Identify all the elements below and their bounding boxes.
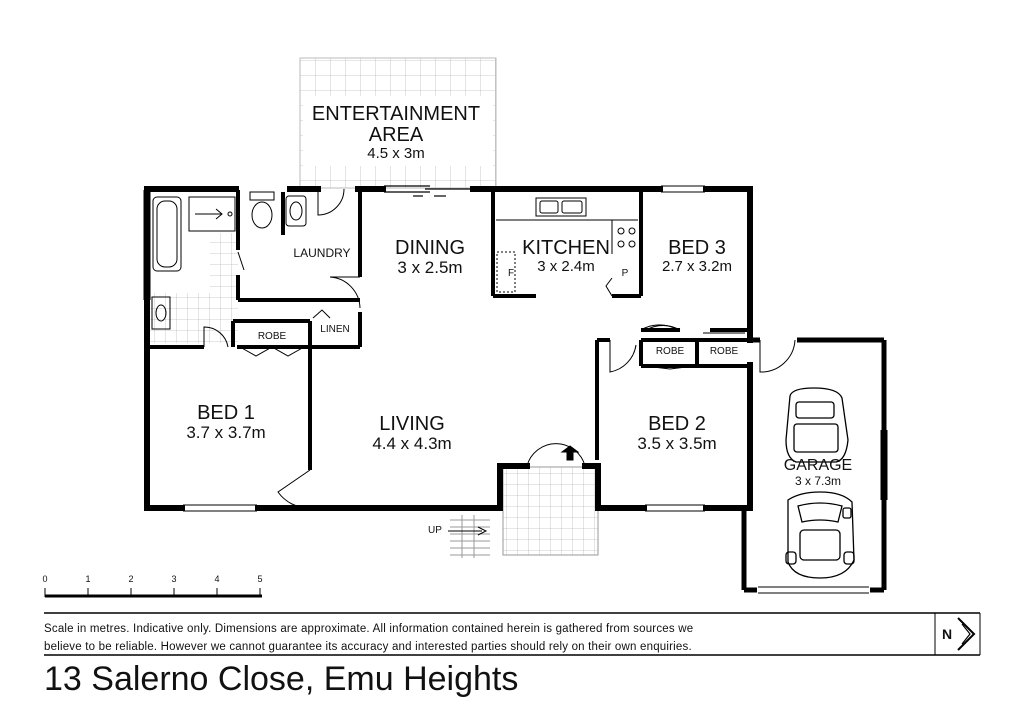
disclaimer-text: Scale in metres. Indicative only. Dimens… [44, 623, 694, 653]
north-arrow-icon [957, 617, 976, 651]
walls [144, 186, 753, 511]
room-label-kitchen: KITCHEN 3 x 2.4m [522, 237, 610, 275]
stairs-up-label: UP [428, 525, 442, 536]
kitchen-fixtures [496, 197, 638, 297]
room-label-laundry: LAUNDRY [293, 246, 351, 260]
front-stairs [450, 466, 599, 558]
door-swings [203, 188, 796, 509]
sliding-door [384, 185, 472, 197]
scale-tick: 5 [257, 574, 263, 584]
bath-fixtures [151, 191, 307, 330]
interior-walls [150, 190, 750, 470]
garage-walls [741, 337, 887, 593]
scale-tick: 1 [85, 574, 91, 584]
room-label-bed2: BED 2 3.5 x 3.5m [637, 413, 717, 453]
room-label-bed3: BED 3 2.7 x 3.2m [661, 237, 733, 275]
car-icon [785, 387, 855, 579]
room-label-robe-bed3: ROBE [709, 346, 739, 357]
scale-tick: 3 [171, 574, 177, 584]
room-label-dining: DINING 3 x 2.5m [395, 237, 465, 277]
scale-tick: 4 [214, 574, 220, 584]
scale-tick: 0 [42, 574, 48, 584]
windows [143, 185, 888, 594]
entry-arrow [560, 445, 580, 461]
property-address: 13 Salerno Close, Emu Heights [44, 660, 519, 698]
room-label-robe-bed1: ROBE [257, 331, 287, 342]
pantry-marker: P [621, 268, 629, 279]
scale-tick: 2 [128, 574, 134, 584]
room-label-linen: LINEN [320, 324, 350, 335]
room-label-living: LIVING 4.4 x 4.3m [372, 413, 452, 453]
bifold-doors [239, 309, 745, 370]
room-label-garage: GARAGE 3 x 7.3m [783, 457, 853, 488]
north-label: N [942, 626, 953, 642]
scale-bar [44, 588, 262, 598]
room-label-entertainment: ENTERTAINMENT AREA 4.5 x 3m [311, 103, 481, 162]
room-label-robe-bed2: ROBE [655, 346, 685, 357]
fridge-marker: F [507, 268, 515, 279]
room-label-bed1: BED 1 3.7 x 3.7m [186, 402, 266, 442]
